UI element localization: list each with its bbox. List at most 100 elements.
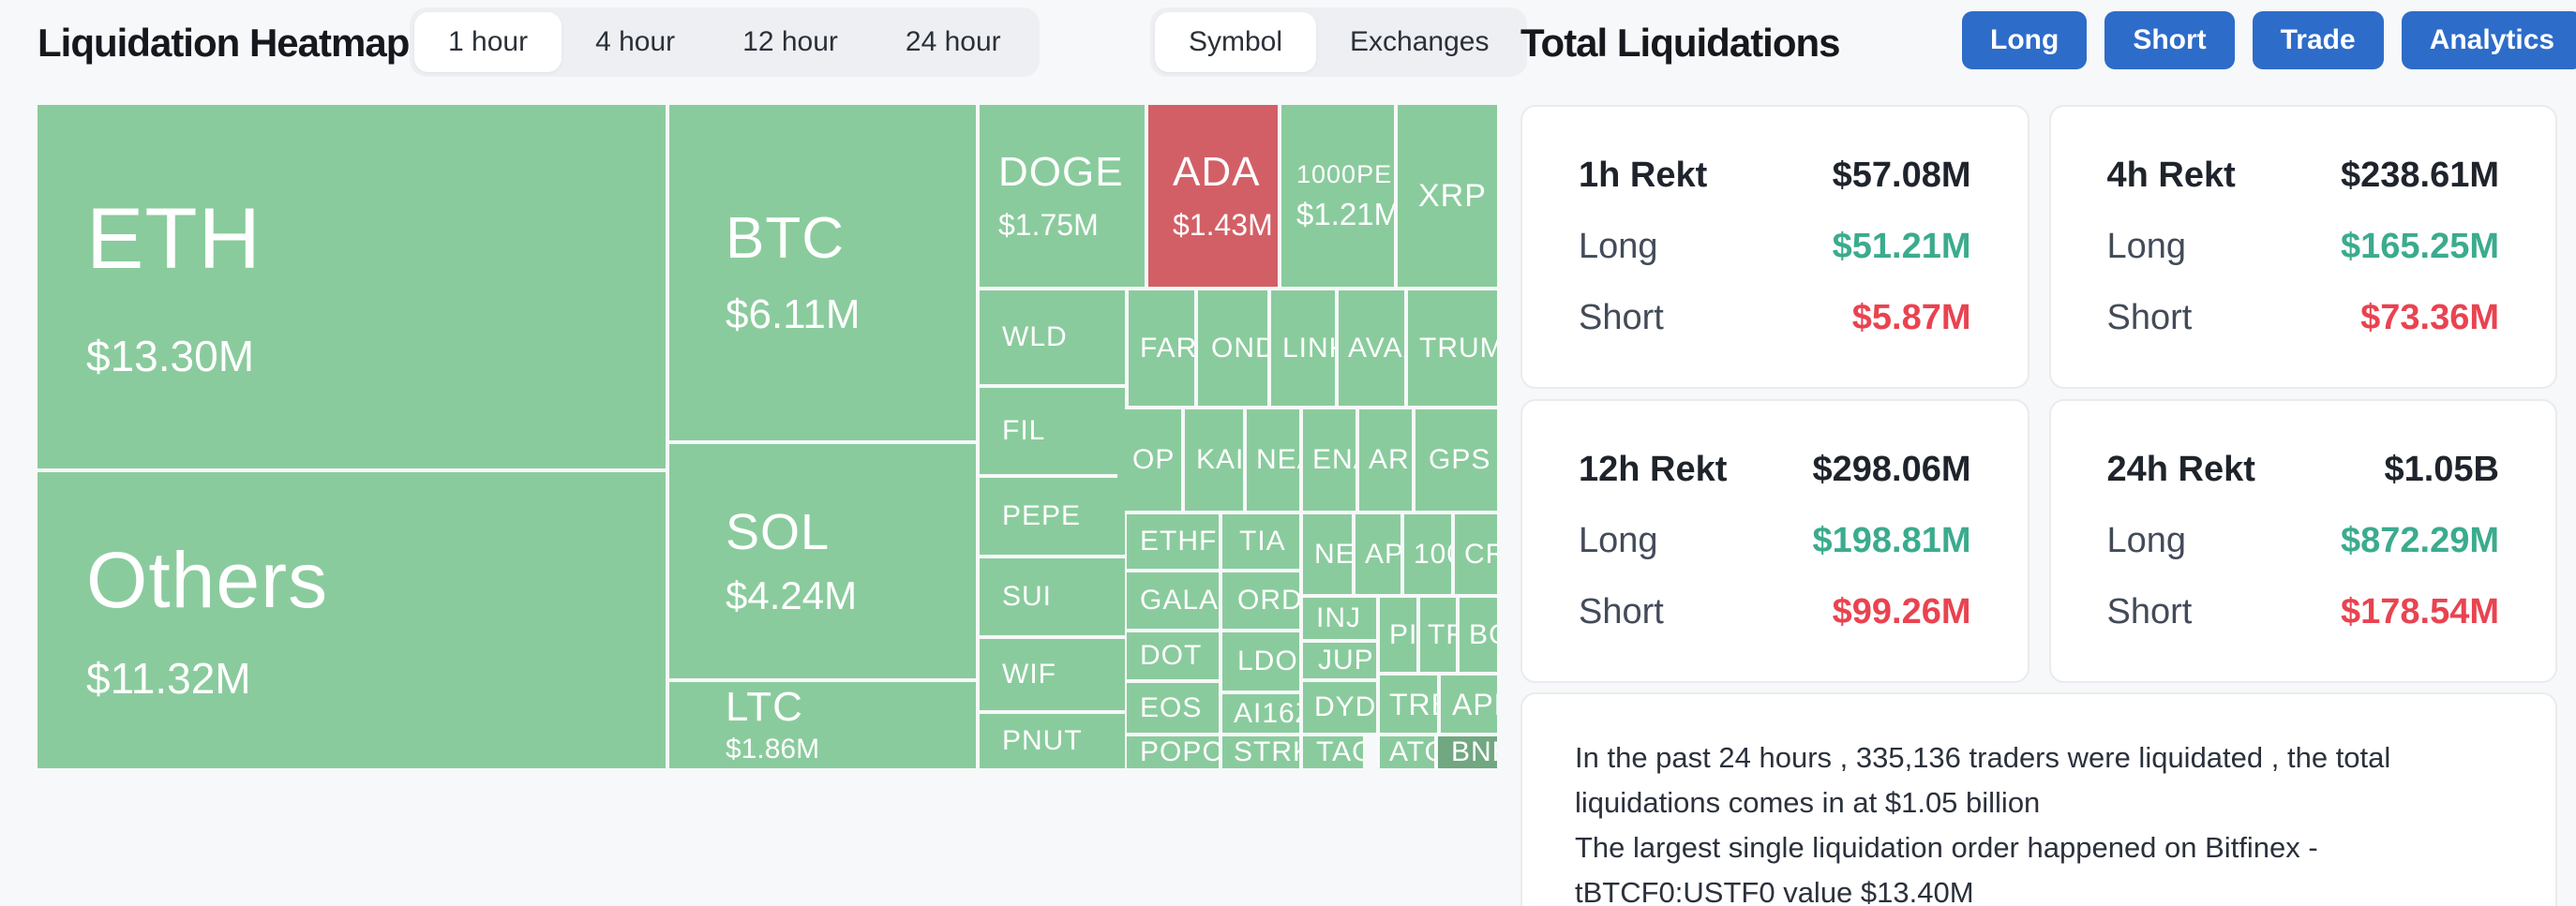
treemap-symbol-label: JUP — [1318, 645, 1374, 676]
treemap-symbol-label: LTC — [726, 684, 803, 730]
treemap-symbol-label: INJ — [1316, 602, 1361, 633]
treemap-value-label: $11.32M — [86, 654, 251, 703]
treemap-cell-btc[interactable]: BTC$6.11M — [669, 105, 976, 440]
treemap-cell-dydx[interactable]: DYDX — [1303, 682, 1376, 733]
treemap-symbol-label: TR — [1428, 618, 1456, 650]
treemap-cell-bnb[interactable]: BNB — [1438, 736, 1497, 768]
treemap-cell-ape[interactable]: APE — [1441, 676, 1497, 733]
treemap-cell-tao[interactable]: TAO — [1303, 736, 1363, 768]
treemap-symbol-label: BC — [1469, 618, 1497, 650]
treemap-cell-sui[interactable]: SUI — [980, 558, 1125, 635]
treemap-cell-arb[interactable]: ARB — [1359, 409, 1412, 511]
treemap-cell-1000pepe[interactable]: 1000PEPE$1.21M — [1281, 105, 1394, 287]
treemap-symbol-label: ADA — [1173, 149, 1261, 195]
treemap-symbol-label: 100 — [1414, 538, 1451, 570]
treemap-symbol-label: BTC — [726, 206, 845, 271]
long-value: $198.81M — [1812, 521, 1971, 560]
scope-tab-symbol[interactable]: Symbol — [1155, 12, 1317, 72]
treemap-cell-wld[interactable]: WLD — [980, 290, 1125, 384]
treemap-cell-ap[interactable]: AP — [1355, 514, 1400, 594]
treemap-value-label: $1.86M — [726, 734, 820, 765]
long-label: Long — [1579, 227, 1658, 266]
total-value: $57.08M — [1832, 156, 1971, 195]
treemap-symbol-label: ETH — [86, 191, 262, 287]
treemap-cell-popcat[interactable]: POPCAT — [1127, 736, 1219, 768]
treemap-symbol-label: NE — [1314, 538, 1352, 570]
treemap-symbol-label: DOGE — [998, 149, 1124, 195]
treemap-cell-avax[interactable]: AVAX — [1339, 290, 1404, 406]
treemap-cell-cr[interactable]: CR — [1455, 514, 1497, 594]
treemap-symbol-label: 1000PEPE — [1296, 160, 1394, 188]
treemap-cell-ai16z[interactable]: AI16Z — [1222, 694, 1299, 733]
treemap-symbol-label: ETHFI — [1140, 526, 1219, 557]
treemap-cell-strk[interactable]: STRK — [1222, 736, 1299, 768]
treemap-symbol-label: DOT — [1140, 640, 1203, 671]
treemap-cell-trump[interactable]: TRUMP — [1408, 290, 1497, 406]
treemap-cell-op[interactable]: OP — [1117, 409, 1181, 511]
treemap-cell-sol[interactable]: SOL$4.24M — [669, 444, 976, 678]
timeframe-tab-1hour[interactable]: 1 hour — [414, 12, 562, 72]
treemap-cell-inj[interactable]: INJ — [1303, 598, 1376, 639]
period-label: 4h Rekt — [2106, 156, 2236, 195]
treemap-symbol-label: KAITO — [1196, 444, 1243, 475]
treemap-cell-doge[interactable]: DOGE$1.75M — [980, 105, 1145, 287]
treemap-symbol-label: AI16Z — [1234, 697, 1299, 729]
treemap-symbol-label: FIL — [1002, 415, 1046, 446]
treemap-cell-eth[interactable]: ETH$13.30M — [37, 105, 666, 468]
treemap-symbol-label: BNB — [1451, 736, 1497, 767]
scope-tab-exchanges[interactable]: Exchanges — [1350, 26, 1490, 57]
timeframe-tab-4hour[interactable]: 4 hour — [595, 26, 676, 57]
treemap-cell-jup[interactable]: JUP — [1303, 643, 1376, 678]
treemap-cell-dot[interactable]: DOT — [1127, 632, 1219, 679]
treemap-cell-kaito[interactable]: KAITO — [1185, 409, 1243, 511]
treemap-cell-link[interactable]: LINK — [1271, 290, 1335, 406]
treemap-cell-trb[interactable]: TRB — [1380, 676, 1437, 733]
stats-panel: 1h Rekt$57.08M Long$51.21M Short$5.87M 4… — [1520, 105, 2557, 906]
treemap-cell-pi[interactable]: PI — [1380, 598, 1416, 672]
treemap-cell-atom[interactable]: ATOM — [1380, 736, 1434, 768]
long-value: $51.21M — [1832, 227, 1971, 266]
treemap-cell-fil[interactable]: FIL — [980, 388, 1125, 474]
treemap-cell-pepe[interactable]: PEPE — [980, 478, 1125, 555]
treemap-cell-gala[interactable]: GALA — [1127, 572, 1219, 629]
treemap-symbol-label: EOS — [1140, 691, 1203, 723]
analytics-button[interactable]: Analytics — [2401, 11, 2576, 69]
treemap-cell-ada[interactable]: ADA$1.43M — [1148, 105, 1278, 287]
short-value: $178.54M — [2340, 592, 2499, 631]
treemap-cell-wif[interactable]: WIF — [980, 639, 1125, 710]
treemap-cell-100[interactable]: 100 — [1404, 514, 1451, 594]
treemap-cell-tia[interactable]: TIA — [1222, 514, 1299, 569]
treemap-cell-pnut[interactable]: PNUT — [980, 714, 1125, 768]
treemap-cell-ena[interactable]: ENA — [1303, 409, 1355, 511]
treemap-cell-tr[interactable]: TR — [1420, 598, 1456, 672]
treemap-symbol-label: ENA — [1312, 444, 1355, 475]
treemap-cell-ldo[interactable]: LDO — [1222, 632, 1299, 691]
treemap-cell-ethfi[interactable]: ETHFI — [1127, 514, 1219, 569]
rekt-card-24h: 24h Rekt$1.05B Long$872.29M Short$178.54… — [2048, 399, 2557, 683]
treemap-cell-ondo[interactable]: ONDO — [1198, 290, 1267, 406]
period-label: 12h Rekt — [1579, 450, 1728, 489]
treemap-symbol-label: LDO — [1237, 646, 1298, 676]
treemap-symbol-label: AVAX — [1348, 332, 1404, 364]
timeframe-tab-24hour[interactable]: 24 hour — [905, 26, 1001, 57]
treemap-cell-ltc[interactable]: LTC $1.86M — [669, 682, 976, 768]
short-button[interactable]: Short — [2104, 11, 2235, 69]
treemap-cell-xrp[interactable]: XRP — [1398, 105, 1497, 287]
timeframe-segmented-control: 1 hour 4 hour 12 hour 24 hour — [410, 7, 1040, 77]
treemap-cell-eos[interactable]: EOS — [1127, 683, 1219, 733]
trade-button[interactable]: Trade — [2252, 11, 2384, 69]
treemap-symbol-label: FARTC — [1140, 332, 1194, 364]
treemap-symbol-label: POPCAT — [1140, 736, 1219, 767]
treemap-cell-gps[interactable]: GPS — [1415, 409, 1497, 511]
treemap-cell-fartc[interactable]: FARTC — [1129, 290, 1194, 406]
treemap-cell-others[interactable]: Others$11.32M — [37, 472, 666, 768]
timeframe-tab-12hour[interactable]: 12 hour — [742, 26, 838, 57]
treemap-symbol-label: PNUT — [1002, 725, 1083, 756]
treemap-cell-ne[interactable]: NE — [1303, 514, 1352, 594]
treemap-cell-near[interactable]: NEAR — [1247, 409, 1299, 511]
long-button[interactable]: Long — [1962, 11, 2088, 69]
treemap-cell-bc[interactable]: BC — [1460, 598, 1497, 672]
